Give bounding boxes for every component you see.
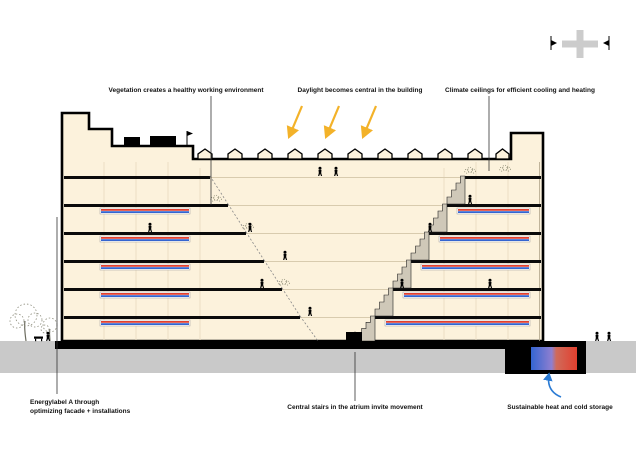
annotation-daylight: Daylight becomes central in the building — [270, 86, 450, 95]
bench-icon — [34, 336, 43, 342]
foundation — [55, 341, 586, 374]
roof-skylights — [197, 148, 510, 160]
floor-slabs — [64, 176, 541, 319]
facade-columns — [103, 162, 509, 340]
rooftop-units — [124, 136, 176, 146]
daylight-arrow-icon — [286, 105, 378, 140]
annotation-energylabel-line1: Energylabel A through — [30, 399, 100, 406]
atrium-edges — [210, 177, 465, 318]
annotation-daylight-text: Daylight becomes central in the building — [297, 87, 423, 94]
building-shell — [60, 111, 545, 343]
annotation-climate-ceilings: Climate ceilings for efficient cooling a… — [430, 86, 610, 95]
storage-arrow-icon — [543, 372, 562, 398]
annotation-central-stairs: Central stairs in the atrium invite move… — [265, 403, 445, 412]
stair-dashed-lines — [209, 175, 319, 342]
annotation-energylabel-line2: optimizing facade + installations — [30, 408, 131, 416]
annotation-vegetation: Vegetation creates a healthy working env… — [96, 86, 276, 95]
annotation-central-stairs-text: Central stairs in the atrium invite move… — [287, 404, 423, 411]
heat-cold-storage-box — [531, 347, 577, 370]
leader-lines — [56, 96, 490, 401]
roof-antenna-icon — [186, 131, 193, 146]
climate-ceiling-strips — [99, 207, 531, 327]
annotation-energylabel: Energylabel A through optimizing facade … — [30, 398, 190, 416]
atrium-stairs — [356, 175, 466, 342]
tree-icon — [9, 303, 58, 342]
annotation-vegetation-text: Vegetation creates a healthy working env… — [108, 87, 264, 94]
annotation-climate-ceilings-text: Climate ceilings for efficient cooling a… — [445, 87, 595, 94]
annotation-storage: Sustainable heat and cold storage — [470, 403, 636, 412]
annotation-storage-text: Sustainable heat and cold storage — [507, 404, 613, 411]
section-key-icon — [550, 30, 610, 58]
